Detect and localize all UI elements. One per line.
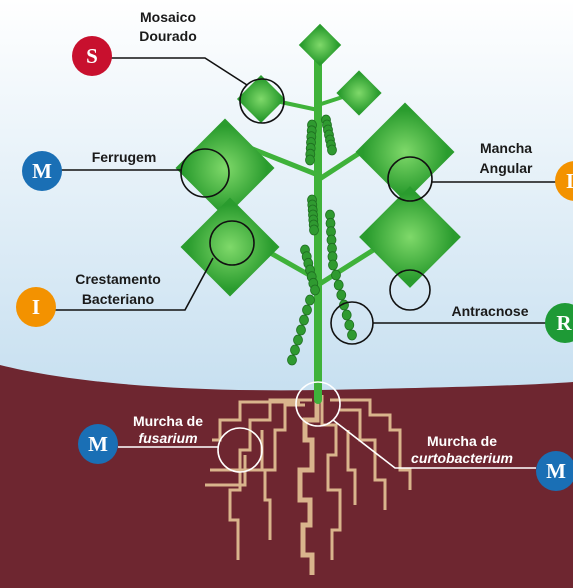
pod-segment	[333, 279, 344, 291]
pod-segment	[327, 144, 337, 156]
pod-segment	[296, 324, 306, 336]
mark-fusarium	[217, 427, 263, 473]
pod-segment	[305, 294, 315, 306]
mark-ferrugem	[180, 148, 230, 198]
leader-lines-roots	[118, 381, 536, 473]
badge-curtobacterium: M	[536, 451, 573, 491]
badge-mosaico: S	[72, 36, 112, 76]
label-ferrugem: Ferrugem	[92, 149, 157, 165]
pod-segment	[344, 319, 355, 331]
mark-root-top	[295, 381, 341, 427]
svg-text:I: I	[566, 169, 573, 193]
pod-segment	[328, 259, 338, 271]
mark-mosaico	[239, 78, 285, 124]
pod-segment	[347, 329, 357, 341]
leaf-mosaico	[236, 74, 286, 124]
pod-segment	[305, 154, 315, 166]
root-system	[205, 395, 412, 575]
pod-segment	[290, 344, 300, 356]
leaf-ferrugem	[175, 118, 275, 218]
pods-group	[287, 114, 357, 366]
pod-segment	[302, 304, 312, 316]
badge-mancha: I	[555, 161, 573, 201]
badge-crestamento: I	[16, 287, 56, 327]
pod-segment	[293, 334, 303, 346]
badge-ferrugem: M	[22, 151, 62, 191]
label-antracnose: Antracnose	[451, 303, 528, 319]
pod-segment	[331, 269, 341, 281]
mark-antracnose	[389, 269, 431, 311]
pod-segment	[310, 284, 320, 296]
leaf-top	[298, 23, 342, 67]
svg-text:R: R	[556, 311, 572, 335]
pod-segment	[309, 224, 319, 236]
pod-segment	[287, 354, 297, 366]
leader-lines	[55, 57, 560, 345]
badge-antracnose: R	[545, 303, 573, 343]
soil-area	[0, 365, 573, 588]
svg-text:M: M	[546, 459, 566, 483]
svg-text:M: M	[88, 432, 108, 456]
svg-text:S: S	[86, 44, 98, 68]
leaf-antracnose	[359, 186, 461, 288]
pod-segment	[341, 309, 352, 321]
svg-text:I: I	[32, 295, 40, 319]
badge-fusarium: M	[78, 424, 118, 464]
mark-mancha	[387, 156, 433, 202]
svg-text:M: M	[32, 159, 52, 183]
pod-segment	[336, 289, 347, 301]
mark-crestamento	[209, 220, 255, 266]
pod-segment	[299, 314, 309, 326]
